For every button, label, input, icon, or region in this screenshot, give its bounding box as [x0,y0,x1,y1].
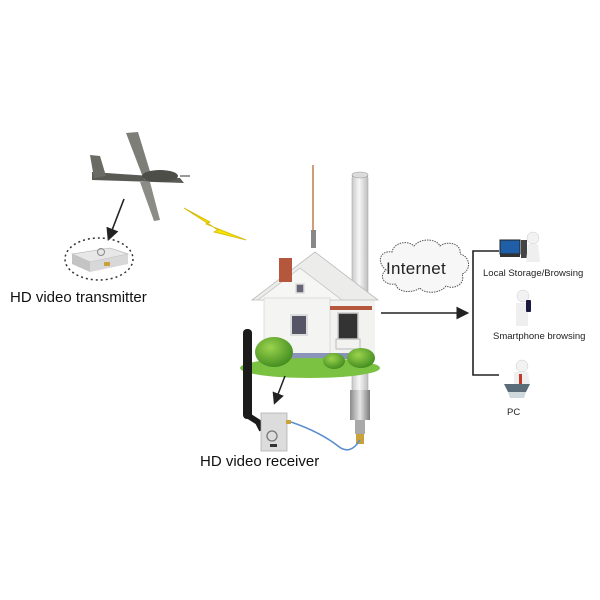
house-to-receiver-arrow [272,375,286,405]
coax-cable [290,421,361,451]
lightning-bolt-icon [183,207,247,241]
smartphone-icon [516,289,531,326]
transmitter-module-icon [64,237,134,281]
transmitter-label: HD video transmitter [10,289,147,306]
rooftop-antenna-icon [311,165,316,248]
internet-label: Internet [386,259,447,278]
outputs-bracket [472,250,499,376]
output-label-smartphone: Smartphone browsing [493,331,586,342]
receiver-module-icon [243,329,291,452]
output-label-pc: PC [507,407,521,418]
drone-to-transmitter-arrow [106,198,125,241]
cloud-icon [379,239,469,293]
desktop-computer-icon [499,231,540,262]
output-label-local-storage: Local Storage/Browsing [483,268,584,279]
receiver-label: HD video receiver [200,453,320,470]
bushes [255,337,375,369]
drone-icon [90,132,190,221]
laptop-icon [504,359,530,398]
